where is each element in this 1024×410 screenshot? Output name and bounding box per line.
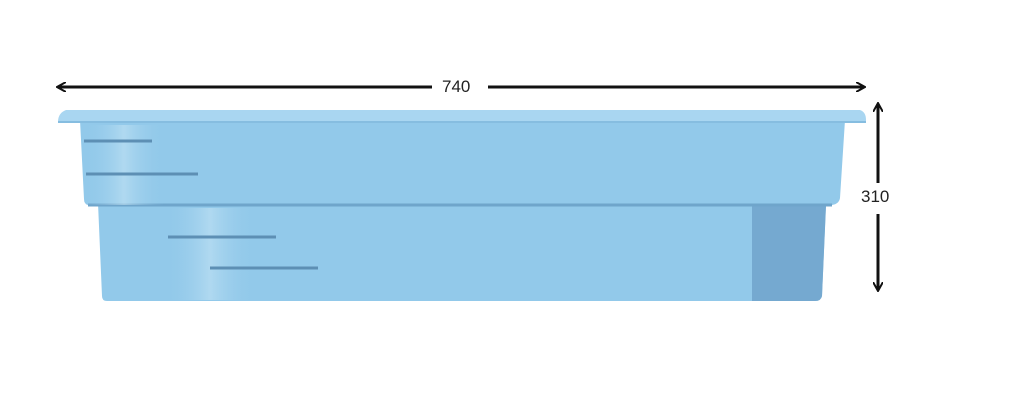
pool-lower-section xyxy=(98,203,826,301)
pool-upper-section xyxy=(80,120,845,205)
pool-steps xyxy=(84,125,318,300)
pool-shell xyxy=(58,110,866,301)
pool-rim xyxy=(58,110,866,122)
height-label: 310 xyxy=(861,187,890,207)
width-label: 740 xyxy=(436,77,477,97)
pool-right-wall xyxy=(752,206,826,301)
